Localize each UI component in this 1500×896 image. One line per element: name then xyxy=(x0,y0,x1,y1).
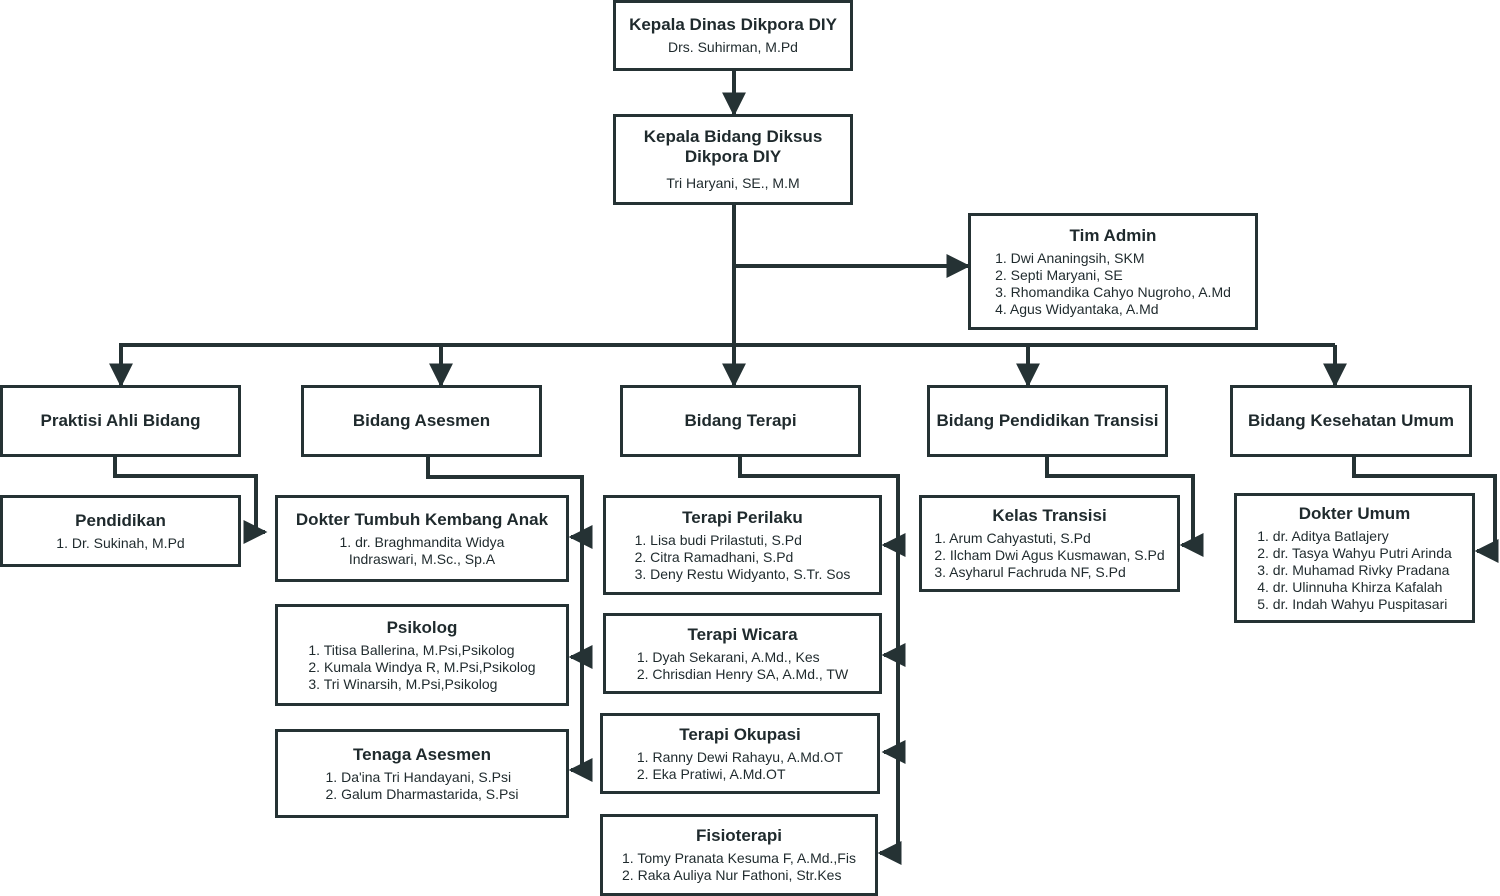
node-title: Fisioterapi xyxy=(696,826,782,845)
list-item: 1. Arum Cahyastuti, S.Pd xyxy=(934,530,1091,546)
member-list: 1. Dwi Ananingsih, SKM 2. Septi Maryani,… xyxy=(995,250,1231,318)
node-title: Terapi Okupasi xyxy=(679,724,801,744)
node-kepala-bidang: Kepala Bidang Diksus Dikpora DIY Tri Har… xyxy=(613,114,853,205)
list-item: 4. dr. Ulinnuha Khirza Kafalah xyxy=(1257,578,1443,595)
node-praktisi: Praktisi Ahli Bidang xyxy=(0,385,241,457)
list-item: 4. Agus Widyantaka, A.Md xyxy=(995,300,1159,317)
list-item: 2. dr. Tasya Wahyu Putri Arinda xyxy=(1257,544,1452,561)
member-list: 1. Ranny Dewi Rahayu, A.Md.OT 2. Eka Pra… xyxy=(637,749,843,783)
node-title: Terapi Perilaku xyxy=(682,507,803,527)
list-item: 1. Dwi Ananingsih, SKM xyxy=(995,249,1145,266)
list-item: 2. Citra Ramadhani, S.Pd xyxy=(634,548,794,565)
node-title: Psikolog xyxy=(386,617,458,637)
list-item: 1. Lisa budi Prilastuti, S.Pd xyxy=(634,531,802,548)
member-list: 1. Arum Cahyastuti, S.Pd 2. Ilcham Dwi A… xyxy=(934,530,1164,581)
list-item: 1. dr. Braghmandita Widya xyxy=(339,533,505,550)
member-list: 1. Lisa budi Prilastuti, S.Pd 2. Citra R… xyxy=(635,532,851,583)
member-list: 1. dr. Braghmandita Widya Indraswari, M.… xyxy=(340,534,505,568)
list-item: 1. Ranny Dewi Rahayu, A.Md.OT xyxy=(636,748,844,765)
list-item: 3. Rhomandika Cahyo Nugroho, A.Md xyxy=(995,283,1231,300)
node-name: Tri Haryani, SE., M.M xyxy=(666,175,800,191)
node-tenaga-asesmen: Tenaga Asesmen 1. Da'ina Tri Handayani, … xyxy=(275,729,569,818)
node-kelas-transisi: Kelas Transisi 1. Arum Cahyastuti, S.Pd … xyxy=(919,495,1180,592)
node-name: Drs. Suhirman, M.Pd xyxy=(668,39,798,55)
member-list: 1. Dyah Sekarani, A.Md., Kes 2. Chrisdia… xyxy=(637,649,848,683)
node-terapi-okupasi: Terapi Okupasi 1. Ranny Dewi Rahayu, A.M… xyxy=(600,713,880,794)
member-list: 1. Tomy Pranata Kesuma F, A.Md.,Fis 2. R… xyxy=(622,850,856,884)
node-terapi-wicara: Terapi Wicara 1. Dyah Sekarani, A.Md., K… xyxy=(603,613,882,694)
node-title: Tenaga Asesmen xyxy=(353,744,491,764)
member-list: 1. Dr. Sukinah, M.Pd xyxy=(56,535,184,552)
list-item: 2. Ilcham Dwi Agus Kusmawan, S.Pd xyxy=(934,547,1165,563)
node-psikolog: Psikolog 1. Titisa Ballerina, M.Psi,Psik… xyxy=(275,604,569,706)
list-item: 5. dr. Indah Wahyu Puspitasari xyxy=(1257,595,1448,612)
list-item: 1. Titisa Ballerina, M.Psi,Psikolog xyxy=(308,641,515,658)
list-item: 2. Chrisdian Henry SA, A.Md., TW xyxy=(636,665,849,682)
node-title: Kepala Bidang Diksus Dikpora DIY xyxy=(643,127,823,166)
list-item: 3. Deny Restu Widyanto, S.Tr. Sos xyxy=(634,565,851,582)
list-item: 2. Raka Auliya Nur Fathoni, Str.Kes xyxy=(622,867,842,883)
list-item: 2. Eka Pratiwi, A.Md.OT xyxy=(636,765,786,782)
node-terapi-perilaku: Terapi Perilaku 1. Lisa budi Prilastuti,… xyxy=(603,495,882,595)
node-title: Terapi Wicara xyxy=(687,624,798,644)
node-title: Bidang Asesmen xyxy=(352,411,491,430)
node-title: Pendidikan xyxy=(75,510,166,530)
node-title: Praktisi Ahli Bidang xyxy=(40,411,201,430)
list-item: 1. Dyah Sekarani, A.Md., Kes xyxy=(636,648,820,665)
list-item: 1. Tomy Pranata Kesuma F, A.Md.,Fis xyxy=(622,850,856,866)
node-title: Bidang Pendidikan Transisi xyxy=(936,411,1159,430)
node-title: Tim Admin xyxy=(1069,225,1157,245)
list-item: 2. Septi Maryani, SE xyxy=(995,266,1123,283)
list-item: 2. Galum Dharmastarida, S.Psi xyxy=(325,785,519,802)
node-title: Dokter Tumbuh Kembang Anak xyxy=(295,509,549,529)
list-item: 1. Dr. Sukinah, M.Pd xyxy=(56,534,185,551)
node-title: Bidang Terapi xyxy=(684,411,797,430)
node-terapi: Bidang Terapi xyxy=(620,385,861,457)
member-list: 1. Da'ina Tri Handayani, S.Psi 2. Galum … xyxy=(326,769,519,803)
node-title: Bidang Kesehatan Umum xyxy=(1248,411,1454,430)
list-item: Indraswari, M.Sc., Sp.A xyxy=(348,550,496,567)
list-item: 1. dr. Aditya Batlajery xyxy=(1257,527,1389,544)
node-pendidikan: Pendidikan 1. Dr. Sukinah, M.Pd xyxy=(0,495,241,567)
node-transisi: Bidang Pendidikan Transisi xyxy=(927,385,1168,457)
node-dokter-tumbuh-kembang: Dokter Tumbuh Kembang Anak 1. dr. Braghm… xyxy=(275,495,569,582)
node-kesehatan: Bidang Kesehatan Umum xyxy=(1230,385,1472,457)
node-kepala-dinas: Kepala Dinas Dikpora DIY Drs. Suhirman, … xyxy=(613,0,853,71)
member-list: 1. Titisa Ballerina, M.Psi,Psikolog 2. K… xyxy=(308,642,535,693)
list-item: 3. dr. Muhamad Rivky Pradana xyxy=(1257,561,1450,578)
node-title: Kepala Dinas Dikpora DIY xyxy=(629,15,837,34)
list-item: 2. Kumala Windya R, M.Psi,Psikolog xyxy=(308,658,536,675)
node-dokter-umum: Dokter Umum 1. dr. Aditya Batlajery 2. d… xyxy=(1234,493,1475,623)
node-asesmen: Bidang Asesmen xyxy=(301,385,542,457)
node-tim-admin: Tim Admin 1. Dwi Ananingsih, SKM 2. Sept… xyxy=(968,213,1258,330)
list-item: 3. Asyharul Fachruda NF, S.Pd xyxy=(934,564,1126,580)
node-fisioterapi: Fisioterapi 1. Tomy Pranata Kesuma F, A.… xyxy=(600,814,878,896)
member-list: 1. dr. Aditya Batlajery 2. dr. Tasya Wah… xyxy=(1257,528,1452,613)
list-item: 3. Tri Winarsih, M.Psi,Psikolog xyxy=(308,675,498,692)
node-title: Dokter Umum xyxy=(1298,503,1411,523)
node-title: Kelas Transisi xyxy=(992,506,1107,525)
list-item: 1. Da'ina Tri Handayani, S.Psi xyxy=(325,768,512,785)
